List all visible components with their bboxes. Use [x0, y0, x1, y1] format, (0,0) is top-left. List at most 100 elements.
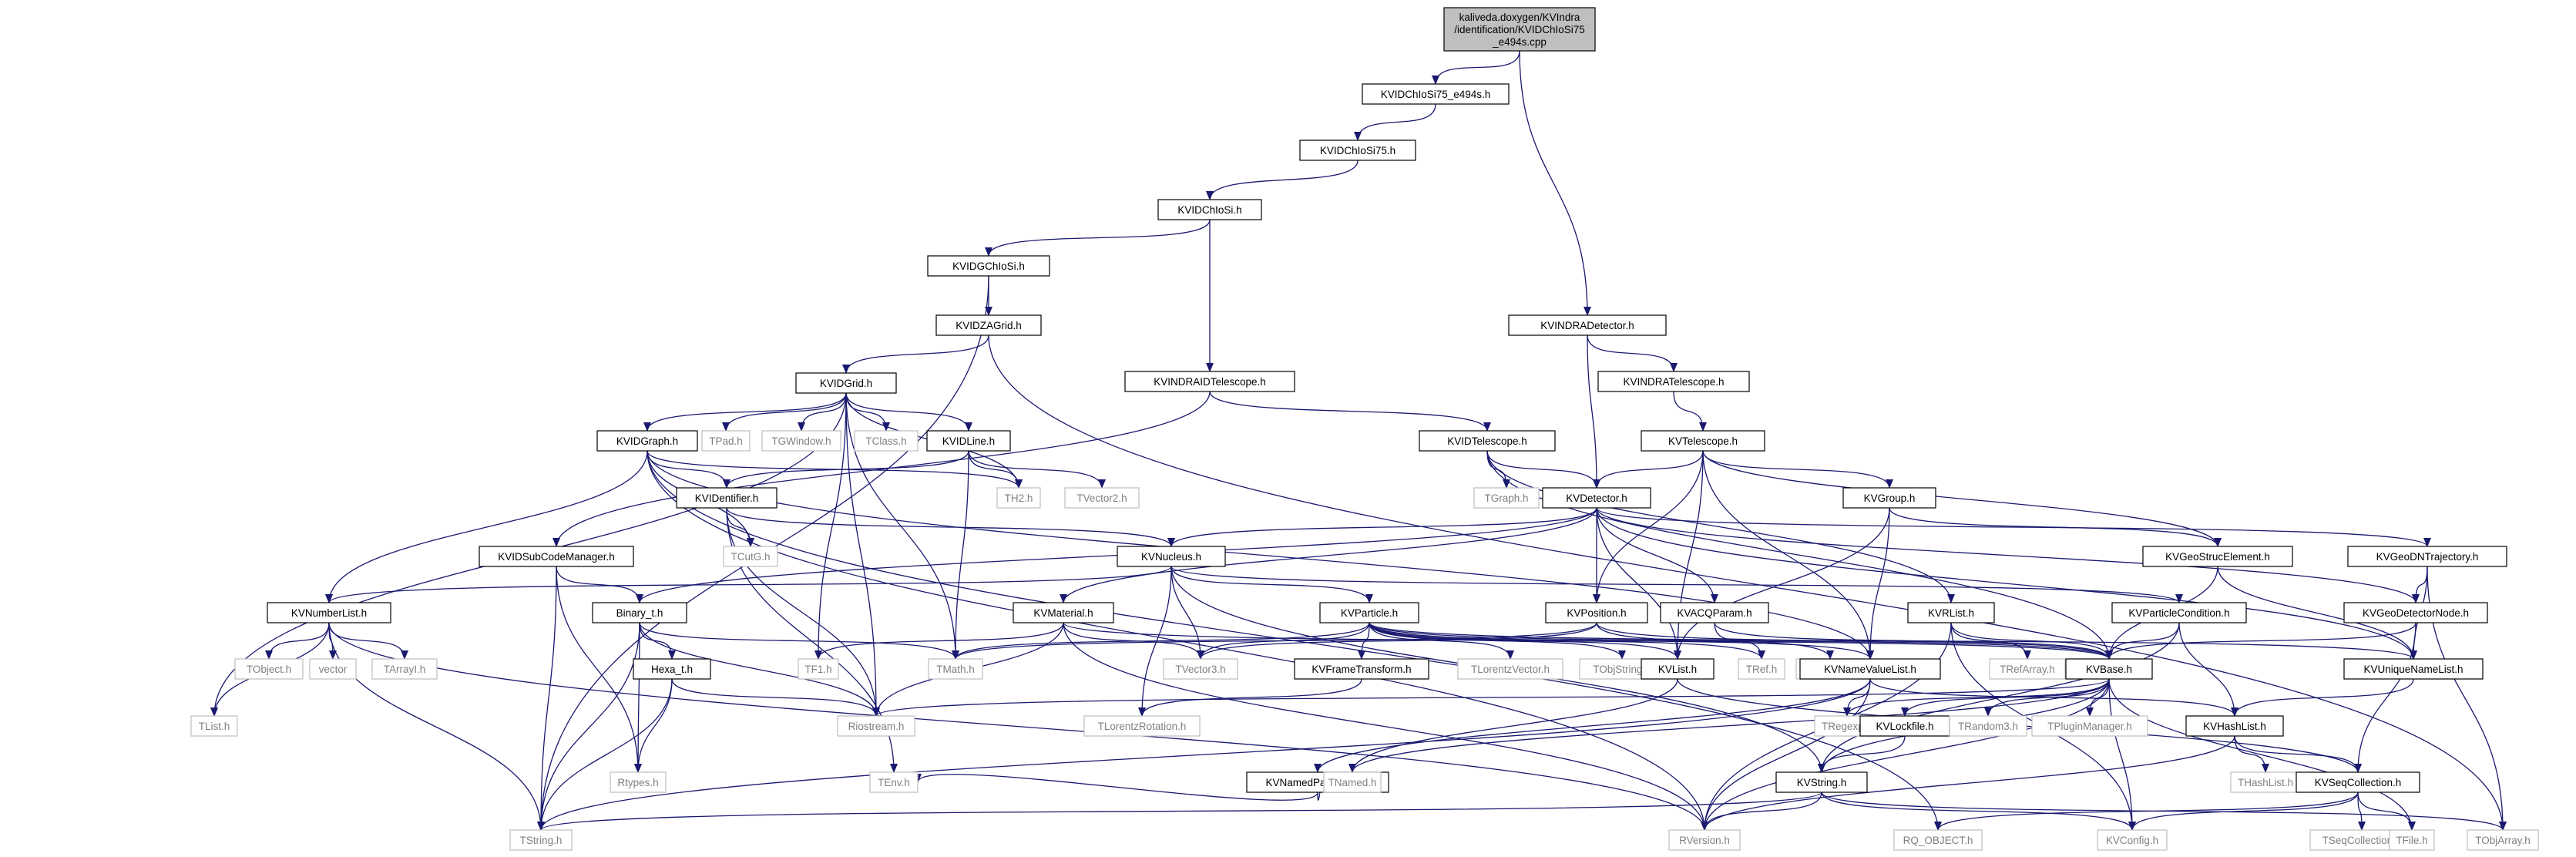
node-namevaluelist[interactable]: KVNameValueList.h — [1799, 658, 1941, 680]
node-box-rversion[interactable] — [1668, 829, 1741, 851]
node-geodntraj[interactable]: KVGeoDNTrajectory.h — [2347, 546, 2507, 567]
node-tf1[interactable]: TF1.h — [798, 658, 839, 680]
node-frametrans[interactable]: KVFrameTransform.h — [1294, 658, 1429, 680]
node-tmath[interactable]: TMath.h — [928, 658, 983, 680]
node-material[interactable]: KVMaterial.h — [1013, 602, 1114, 623]
node-box-tf1[interactable] — [798, 658, 839, 680]
node-rlist[interactable]: KVRList.h — [1907, 602, 1995, 623]
node-box-telescope[interactable] — [1641, 430, 1765, 452]
node-box-numberlist[interactable] — [267, 602, 391, 623]
node-box-group[interactable] — [1842, 487, 1936, 509]
node-box-identifier[interactable] — [676, 487, 778, 509]
node-tobjarray[interactable]: TObjArray.h — [2467, 829, 2539, 851]
node-box-gchiosi[interactable] — [927, 255, 1050, 277]
node-box-nucleus[interactable] — [1117, 546, 1226, 567]
node-box-tpad[interactable] — [701, 430, 751, 452]
node-box-tpluginmanager[interactable] — [2031, 715, 2148, 737]
node-partcond[interactable]: KVParticleCondition.h — [2111, 602, 2247, 623]
node-box-particle[interactable] — [1319, 602, 1419, 623]
node-identifier[interactable]: KVIDentifier.h — [676, 487, 778, 509]
node-tfile[interactable]: TFile.h — [2389, 829, 2435, 851]
node-idline[interactable]: KVIDLine.h — [926, 430, 1011, 452]
node-root[interactable]: kaliveda.doxygen/KVIndra/identification/… — [1443, 7, 1596, 52]
node-box-tenv[interactable] — [869, 771, 919, 793]
node-idgraph[interactable]: KVIDGraph.h — [596, 430, 698, 452]
node-tnamed[interactable]: TNamed.h — [1323, 771, 1382, 793]
node-box-subcode[interactable] — [479, 546, 634, 567]
node-geostruc[interactable]: KVGeoStrucElement.h — [2142, 546, 2293, 567]
node-box-detector[interactable] — [1542, 487, 1651, 509]
node-tvector2[interactable]: TVector2.h — [1064, 487, 1140, 509]
node-tclass[interactable]: TClass.h — [854, 430, 919, 452]
node-box-tstring[interactable] — [509, 829, 573, 851]
node-box-tobjarray[interactable] — [2467, 829, 2539, 851]
node-box-idgraph[interactable] — [596, 430, 698, 452]
node-group[interactable]: KVGroup.h — [1842, 487, 1936, 509]
node-box-tclass[interactable] — [854, 430, 919, 452]
node-box-thashlist[interactable] — [2230, 771, 2301, 793]
node-th2[interactable]: TH2.h — [996, 487, 1041, 509]
node-seqcollection[interactable]: KVSeqCollection.h — [2296, 771, 2420, 793]
node-box-idline[interactable] — [926, 430, 1011, 452]
node-box-kvstring[interactable] — [1775, 771, 1868, 793]
node-box-seqcollection[interactable] — [2296, 771, 2420, 793]
node-indradet[interactable]: KVINDRADetector.h — [1508, 314, 1667, 336]
node-box-tgraph[interactable] — [1473, 487, 1540, 509]
node-box-geodntraj[interactable] — [2347, 546, 2507, 567]
node-box-indradet[interactable] — [1508, 314, 1667, 336]
node-box-tfile[interactable] — [2389, 829, 2435, 851]
node-box-hashlist[interactable] — [2185, 715, 2284, 737]
node-box-kvlist[interactable] — [1641, 658, 1715, 680]
node-box-material[interactable] — [1013, 602, 1114, 623]
node-rtypes[interactable]: Rtypes.h — [610, 771, 667, 793]
node-box-vector[interactable] — [309, 658, 357, 680]
node-box-tmath[interactable] — [928, 658, 983, 680]
node-chiosi75[interactable]: KVIDChIoSi75.h — [1299, 139, 1416, 161]
node-box-chiosi75_e494s[interactable] — [1362, 83, 1510, 105]
node-tcutg[interactable]: TCutG.h — [723, 546, 778, 567]
node-tgraph[interactable]: TGraph.h — [1473, 487, 1540, 509]
node-tgwindow[interactable]: TGWindow.h — [761, 430, 841, 452]
node-geodetnode[interactable]: KVGeoDetectorNode.h — [2343, 602, 2488, 623]
node-box-kvconfig[interactable] — [2097, 829, 2168, 851]
node-box-root[interactable] — [1443, 7, 1596, 52]
node-box-tobject[interactable] — [234, 658, 304, 680]
node-particle[interactable]: KVParticle.h — [1319, 602, 1419, 623]
node-box-rtypes[interactable] — [610, 771, 667, 793]
node-box-tvector3[interactable] — [1163, 658, 1238, 680]
node-zagrid[interactable]: KVIDZAGrid.h — [935, 314, 1042, 336]
node-binary[interactable]: Binary_t.h — [592, 602, 687, 623]
node-thashlist[interactable]: THashList.h — [2230, 771, 2301, 793]
node-box-tnamed[interactable] — [1323, 771, 1382, 793]
node-hashlist[interactable]: KVHashList.h — [2185, 715, 2284, 737]
node-box-acqparam[interactable] — [1660, 602, 1769, 623]
node-uniquenamelist[interactable]: KVUniqueNameList.h — [2343, 658, 2484, 680]
node-box-rlist[interactable] — [1907, 602, 1995, 623]
node-box-tlorentzrotation[interactable] — [1083, 715, 1201, 737]
node-box-namevaluelist[interactable] — [1799, 658, 1941, 680]
node-box-tarrayi[interactable] — [371, 658, 438, 680]
node-box-th2[interactable] — [996, 487, 1041, 509]
node-tvector3[interactable]: TVector3.h — [1163, 658, 1238, 680]
node-tstring[interactable]: TString.h — [509, 829, 573, 851]
node-box-riostream[interactable] — [837, 715, 915, 737]
node-subcode[interactable]: KVIDSubCodeManager.h — [479, 546, 634, 567]
node-rversion[interactable]: RVersion.h — [1668, 829, 1741, 851]
node-tlist[interactable]: TList.h — [190, 715, 238, 737]
node-box-tvector2[interactable] — [1064, 487, 1140, 509]
node-box-binary[interactable] — [592, 602, 687, 623]
node-kvlist[interactable]: KVList.h — [1641, 658, 1715, 680]
node-box-position[interactable] — [1545, 602, 1648, 623]
node-box-trefarray[interactable] — [1989, 658, 2066, 680]
node-kvconfig[interactable]: KVConfig.h — [2097, 829, 2168, 851]
node-detector[interactable]: KVDetector.h — [1542, 487, 1651, 509]
node-box-tlist[interactable] — [190, 715, 238, 737]
node-box-trandom3[interactable] — [1949, 715, 2027, 737]
node-tpluginmanager[interactable]: TPluginManager.h — [2031, 715, 2148, 737]
node-kvstring[interactable]: KVString.h — [1775, 771, 1868, 793]
node-box-indraidtel[interactable] — [1124, 371, 1295, 392]
node-riostream[interactable]: Riostream.h — [837, 715, 915, 737]
node-chiosi[interactable]: KVIDChIoSi.h — [1157, 199, 1262, 220]
node-box-chiosi75[interactable] — [1299, 139, 1416, 161]
node-rqobject[interactable]: RQ_OBJECT.h — [1893, 829, 1983, 851]
